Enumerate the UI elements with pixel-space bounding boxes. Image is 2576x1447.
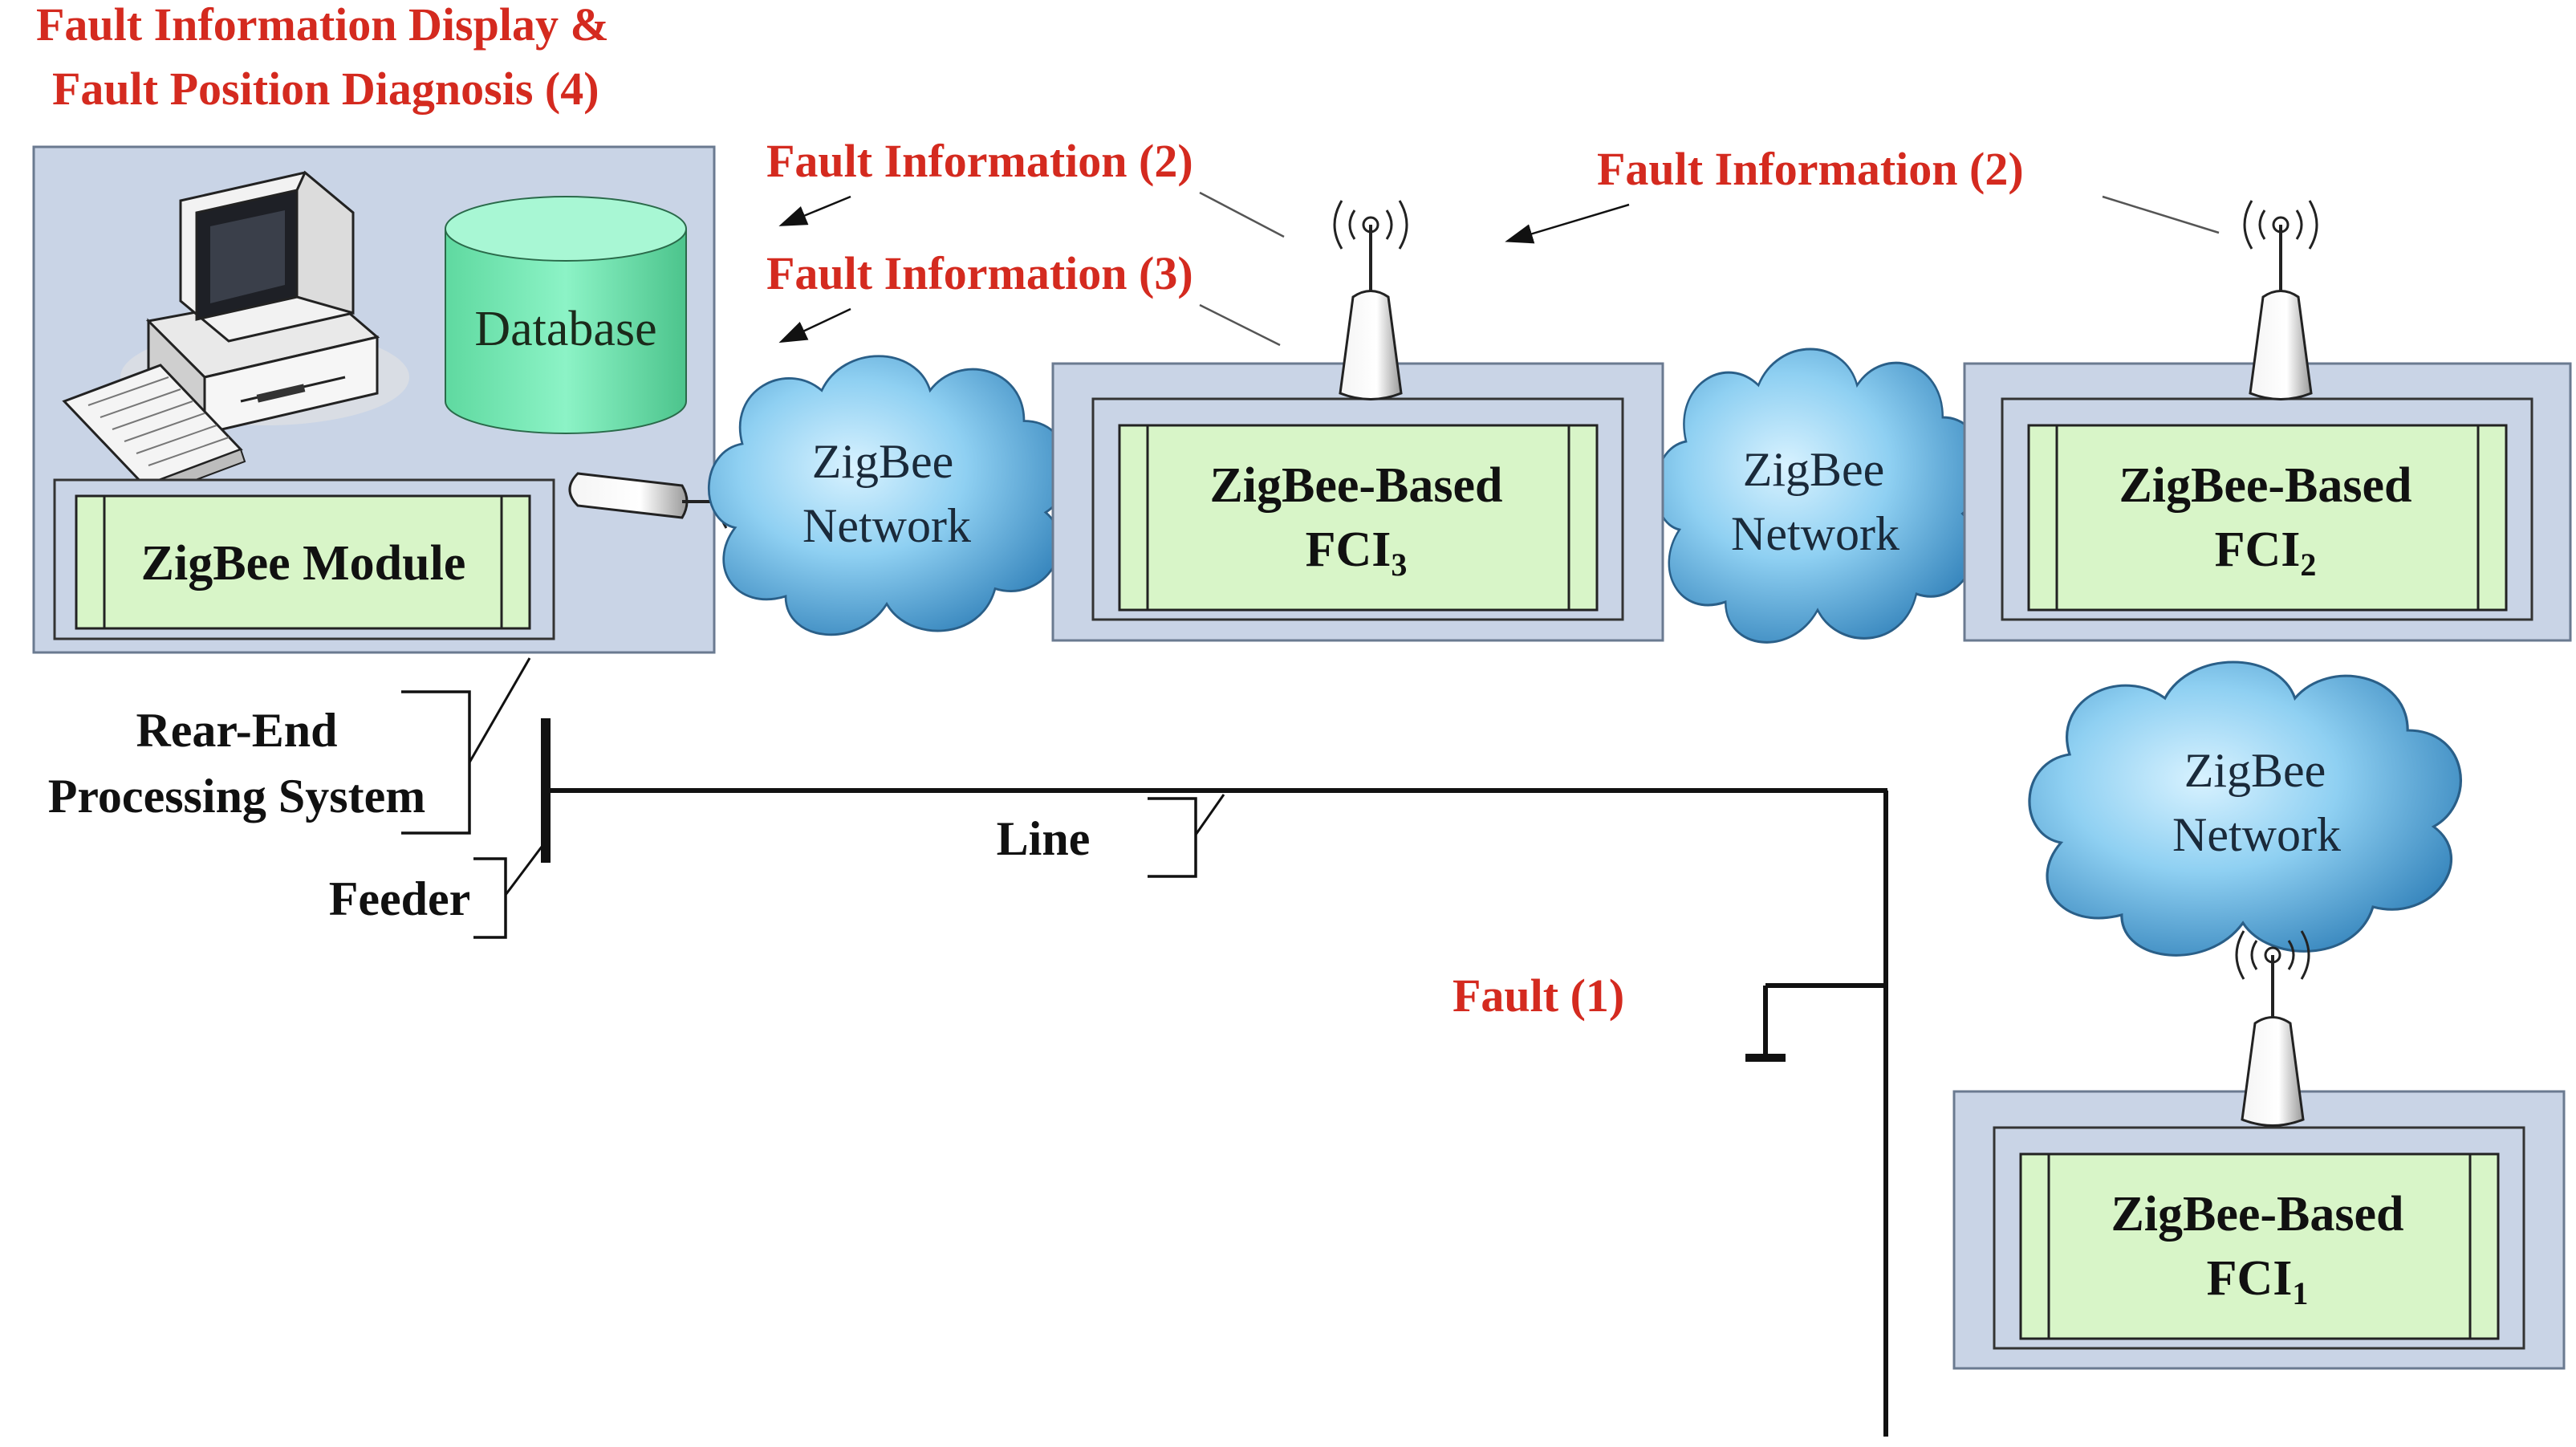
fci1-subscript: 1 xyxy=(2292,1275,2308,1311)
fci3-subscript: 3 xyxy=(1391,547,1407,583)
line-label: Line xyxy=(997,812,1091,865)
database-icon: Database xyxy=(445,196,687,434)
fci3-antenna-icon xyxy=(1333,200,1408,400)
rear-end-system: Database ZigBee Module Rear-End Processi… xyxy=(32,145,784,835)
fault-info-3-label: Fault Information (3) xyxy=(766,247,1193,299)
network-3-line2: Network xyxy=(2172,808,2341,861)
fci3-line1: ZigBee-Based xyxy=(1209,458,1502,513)
fci1-antenna-icon xyxy=(2235,930,2310,1127)
annotation-arrows xyxy=(778,191,2220,347)
fault-info-2-right-label: Fault Information (2) xyxy=(1597,143,2024,195)
fci2-unit: ZigBee-Based FCI2 xyxy=(1963,362,2572,642)
network-1-line1: ZigBee xyxy=(812,435,954,488)
rear-end-leader xyxy=(468,657,531,763)
line-leader xyxy=(1194,794,1225,835)
rear-end-caption-line1: Rear-End xyxy=(136,704,337,757)
fci2-line1: ZigBee-Based xyxy=(2119,458,2411,513)
feeder-leader xyxy=(504,846,543,896)
fault-1-label: Fault (1) xyxy=(1453,969,1624,1022)
arrow-fault-info-3 xyxy=(778,307,851,343)
network-2-line1: ZigBee xyxy=(1743,443,1885,496)
fci1-unit: ZigBee-Based FCI1 xyxy=(1952,1090,2566,1370)
fci2-antenna-icon xyxy=(2243,200,2318,400)
zigbee-module: ZigBee Module xyxy=(53,478,555,640)
fci1-base: FCI xyxy=(2207,1251,2293,1306)
rear-end-caption-line2: Processing System xyxy=(48,770,426,823)
arrow-fault-info-2 xyxy=(778,195,851,226)
fci1-line2: FCI1 xyxy=(2207,1251,2309,1311)
leader-line xyxy=(2102,195,2220,234)
feeder-bracket xyxy=(473,857,507,939)
computer-icon xyxy=(62,170,409,499)
step4-line2: Fault Position Diagnosis (4) xyxy=(52,63,599,115)
step4-annotation: Fault Information Display & Fault Positi… xyxy=(36,0,609,115)
arrow-fault-info-2-right xyxy=(1505,203,1630,244)
leader-line xyxy=(1199,303,1281,347)
leader-line xyxy=(1199,191,1285,238)
network-3-line1: ZigBee xyxy=(2184,744,2326,797)
fci2-line2: FCI2 xyxy=(2215,522,2317,583)
fci2-base: FCI xyxy=(2215,522,2301,577)
zigbee-network-cloud-1 xyxy=(707,355,1070,636)
line-bracket xyxy=(1148,797,1197,878)
fci3-base: FCI xyxy=(1306,522,1392,577)
step4-line1: Fault Information Display & xyxy=(36,0,609,51)
fci3-unit: ZigBee-Based FCI3 xyxy=(1051,362,1664,642)
feeder-label: Feeder xyxy=(329,872,471,925)
network-1-line2: Network xyxy=(802,499,971,552)
fault-info-2-left-label: Fault Information (2) xyxy=(766,135,1193,187)
fci3-line2: FCI3 xyxy=(1306,522,1408,583)
fci1-line1: ZigBee-Based xyxy=(2111,1187,2403,1242)
zigbee-module-label: ZigBee Module xyxy=(141,536,466,591)
database-label: Database xyxy=(474,302,656,356)
network-2-line2: Network xyxy=(1731,507,1899,560)
power-line xyxy=(541,718,1888,1437)
fci2-subscript: 2 xyxy=(2300,547,2316,583)
